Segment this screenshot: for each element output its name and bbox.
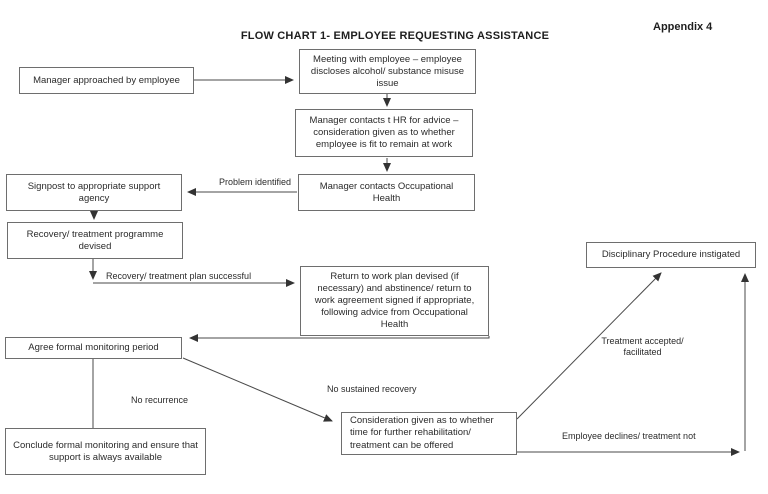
appendix-label: Appendix 4 [653,21,713,33]
edge-label-employee-declines: Employee declines/ treatment not [562,431,696,441]
edge-label-no-sustained-recovery: No sustained recovery [327,384,417,394]
edge-label-recovery-plan-successful: Recovery/ treatment plan successful [106,271,252,281]
node-signpost-support-agency: Signpost to appropriate support agency [6,174,182,211]
arrow-monitoring-to-consideration [182,357,333,422]
edge-label-problem-identified: Problem identified [219,177,292,187]
arrow-consideration-to-disciplinary [516,272,662,420]
edge-label-no-recurrence: No recurrence [131,395,189,405]
node-manager-contacts-hr: Manager contacts t HR for advice – consi… [295,109,473,157]
node-manager-contacts-occupational-health: Manager contacts Occupational Health [298,174,475,211]
node-recovery-programme-devised: Recovery/ treatment programme devised [7,222,183,259]
node-disciplinary-procedure: Disciplinary Procedure instigated [586,242,756,268]
node-return-to-work-plan: Return to work plan devised (if necessar… [300,266,489,336]
arrow-returnplan-to-monitoring [189,334,490,342]
flowchart-title: FLOW CHART 1- EMPLOYEE REQUESTING ASSIST… [240,30,550,42]
node-conclude-monitoring: Conclude formal monitoring and ensure th… [5,428,206,475]
node-meeting-with-employee: Meeting with employee – employee disclos… [299,49,476,94]
node-consideration-rehabilitation: Consideration given as to whether time f… [341,412,517,455]
node-manager-approached: Manager approached by employee [19,67,194,94]
node-agree-monitoring-period: Agree formal monitoring period [5,337,182,359]
edge-label-treatment-accepted: Treatment accepted/ facilitated [601,336,684,357]
